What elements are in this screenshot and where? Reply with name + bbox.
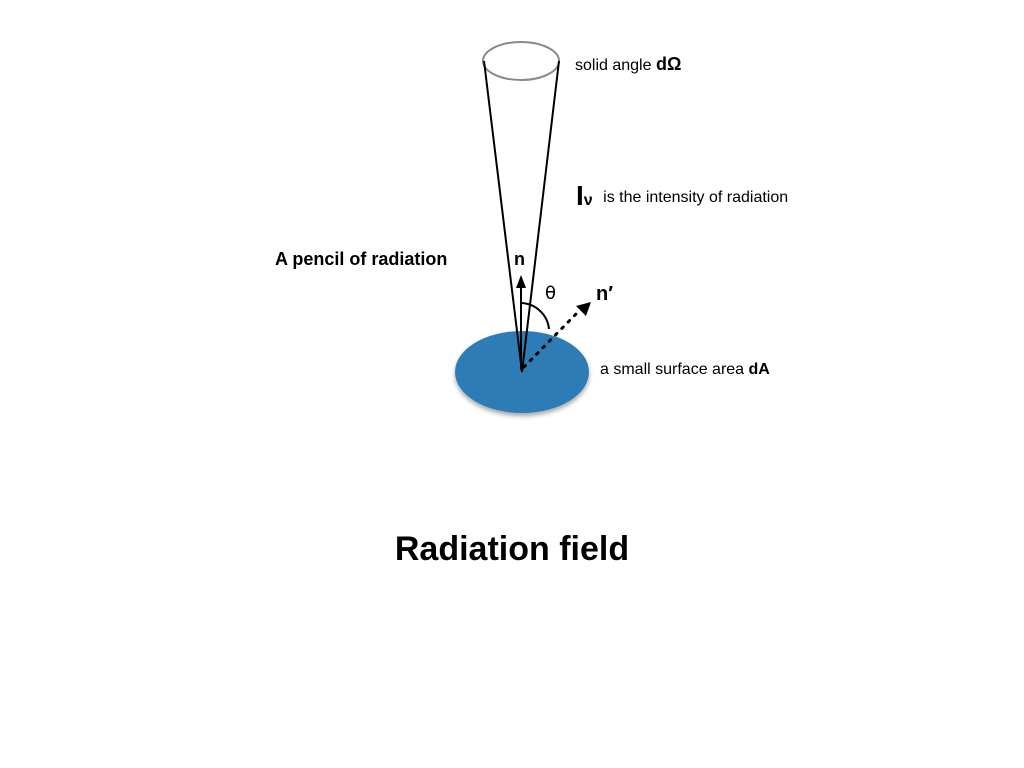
solid-angle-ellipse [482,41,560,81]
surface-area-text: a small surface area [600,361,749,378]
n-prime-arrow-head [576,302,591,316]
normal-arrow-head [516,275,526,288]
intensity-symbol: I [576,180,584,211]
cone-left-edge [483,60,523,373]
surface-area-symbol: dA [748,361,770,378]
n-prime-label: n′ [596,283,614,305]
surface-area-label: a small surface area dA [600,361,770,379]
intensity-text: is the intensity of radiation [603,189,789,206]
intensity-subscript: ν [583,192,593,209]
pencil-label: A pencil of radiation [275,249,448,269]
cone-right-edge [521,60,560,373]
solid-angle-text: solid angle [575,57,656,74]
solid-angle-label: solid angle dΩ [575,54,681,75]
theta-arc [520,302,550,330]
normal-label: n [514,249,525,269]
n-prime-dotted-line [522,310,580,369]
solid-angle-symbol: dΩ [655,54,682,74]
theta-label: θ [545,283,557,304]
slide-title: Radiation field [394,530,630,568]
intensity-label: Iν is the intensity of radiation [576,180,788,212]
